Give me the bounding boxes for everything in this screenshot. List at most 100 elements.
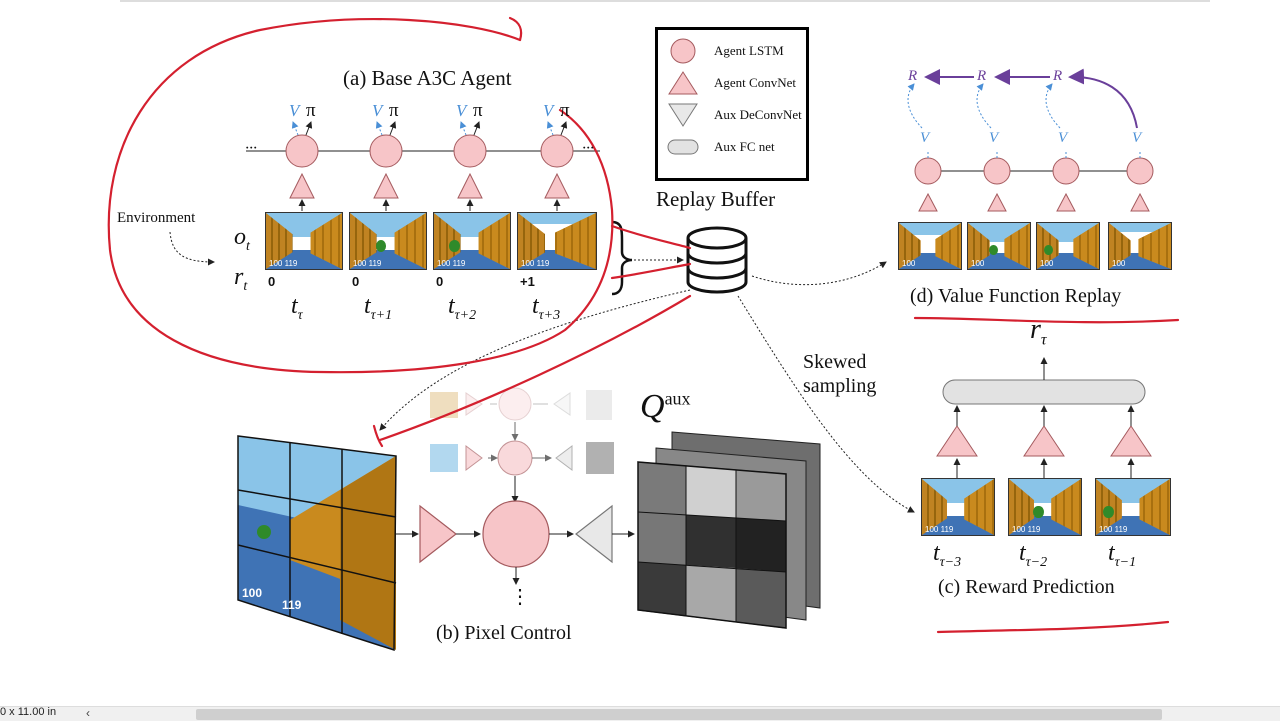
scrollbar-thumb[interactable]: [196, 709, 1162, 720]
triangle-down-icon: [668, 103, 698, 127]
rounded-rect-icon: [667, 139, 699, 155]
return-label: R: [1053, 68, 1063, 84]
game-frame: 100 119: [1008, 478, 1082, 536]
game-frame: 100: [967, 222, 1031, 270]
convnet-triangle-3: [457, 172, 483, 199]
value-label: V: [372, 101, 383, 120]
chevron-left-icon[interactable]: ‹: [86, 706, 90, 720]
value-label: V: [456, 101, 467, 120]
pixel-hud-right: 119: [282, 598, 302, 612]
time-label: tτ: [291, 293, 303, 323]
legend-item-lstm: Agent LSTM: [666, 38, 784, 64]
skewed-sampling-label: Skewed: [803, 351, 867, 373]
ellipsis-right: ···: [582, 140, 594, 157]
time-label: tτ+1: [364, 293, 393, 323]
circle-icon: [670, 38, 696, 64]
reward-value: +1: [520, 274, 535, 289]
policy-label: π: [389, 100, 399, 121]
value-label: V: [1058, 130, 1068, 146]
convnet-triangle-4: [544, 172, 570, 199]
convnet-triangle-2: [373, 172, 399, 199]
buffer-to-pixel-control-arrow: [379, 289, 691, 431]
game-frame: 100 119: [433, 212, 511, 270]
legend-label: Agent LSTM: [714, 43, 784, 58]
pixel-deconvnet-triangle: [575, 504, 613, 564]
ellipsis-down: ⋮: [510, 586, 530, 608]
legend-item-fc: Aux FC net: [666, 134, 775, 160]
pixel-lstm-circle: [482, 500, 550, 568]
value-replay-title: (d) Value Function Replay: [910, 285, 1122, 307]
lstm-node-4: [540, 134, 574, 168]
legend-label: Agent ConvNet: [714, 75, 796, 90]
value-label: V: [989, 130, 999, 146]
legend-item-convnet: Agent ConvNet: [666, 70, 796, 96]
q-aux-grid-stack: [637, 431, 821, 629]
game-frame: 100 119: [349, 212, 427, 270]
policy-label: π: [306, 100, 316, 121]
game-frame: 100 119: [265, 212, 343, 270]
return-label: R: [908, 68, 918, 84]
game-frame: 100 119: [1095, 478, 1171, 536]
base-agent-title: (a) Base A3C Agent: [343, 66, 512, 90]
game-frame: 100 119: [921, 478, 995, 536]
reward-prediction-underline: [936, 620, 1170, 634]
game-frame: 100: [1108, 222, 1172, 270]
pixel-frame-perspective: [237, 435, 397, 652]
horizontal-scrollbar[interactable]: [0, 706, 1280, 721]
circle-annotation-tail: [508, 16, 523, 42]
time-label: tτ−2: [1019, 540, 1048, 570]
legend-label: Aux DeConvNet: [714, 107, 802, 122]
time-label: tτ+2: [448, 293, 477, 323]
legend-box: Agent LSTM Agent ConvNet Aux DeConvNet A…: [655, 27, 809, 181]
buffer-brace: [611, 220, 633, 296]
game-frame: 100: [1036, 222, 1100, 270]
pixel-convnet-triangle: [419, 504, 457, 564]
pixel-control-network: [237, 387, 821, 652]
policy-label: π: [560, 100, 570, 121]
reward-prediction-network: [936, 357, 1152, 478]
value-replay-network: [907, 68, 1154, 212]
pixel-control-annotation: [378, 294, 692, 442]
skewed-sampling-label-2: sampling: [803, 375, 877, 397]
reward-target-symbol: rτ: [1030, 314, 1047, 349]
legend-item-deconvnet: Aux DeConvNet: [666, 102, 802, 128]
time-label: tτ+3: [532, 293, 561, 323]
buffer-to-reward-prediction-arrow: [737, 295, 915, 513]
base-agent-lstm-chain: [246, 121, 600, 211]
observation-symbol: ot: [234, 224, 250, 254]
value-replay-underline: [913, 316, 1180, 324]
reward-value: 0: [436, 274, 444, 289]
value-label: V: [289, 101, 300, 120]
lstm-node-2: [369, 134, 403, 168]
aux-fc-bar: [942, 379, 1146, 405]
page-size-label: 0 x 11.00 in: [0, 706, 57, 718]
game-frame: 100 119: [517, 212, 597, 270]
time-label: tτ−1: [1108, 540, 1137, 570]
pixel-hud-left: 100: [242, 586, 263, 600]
value-label: V: [543, 101, 554, 120]
value-label: V: [1132, 130, 1142, 146]
database-icon: [686, 226, 748, 294]
reward-prediction-title: (c) Reward Prediction: [938, 576, 1115, 598]
time-label: tτ−3: [933, 540, 962, 570]
environment-arrow: [169, 231, 215, 266]
lstm-node-1: [285, 134, 319, 168]
reward-value: 0: [352, 274, 360, 289]
triangle-up-icon: [668, 71, 698, 95]
game-frame: 100: [898, 222, 962, 270]
arrow-annotation-bottom: [610, 262, 692, 280]
convnet-triangle-1: [289, 172, 315, 199]
red-handwritten-annotations: [107, 16, 1180, 634]
lstm-node-3: [453, 134, 487, 168]
buffer-to-value-replay-arrow: [751, 261, 887, 286]
arrow-annotation-top: [610, 224, 692, 250]
circle-annotation-base-agent: [107, 18, 614, 374]
reward-symbol: rt: [234, 264, 248, 294]
reward-value: 0: [268, 274, 276, 289]
value-label: V: [920, 130, 930, 146]
ellipsis-left: ···: [245, 140, 257, 157]
environment-label: Environment: [117, 210, 196, 226]
policy-label: π: [473, 100, 483, 121]
